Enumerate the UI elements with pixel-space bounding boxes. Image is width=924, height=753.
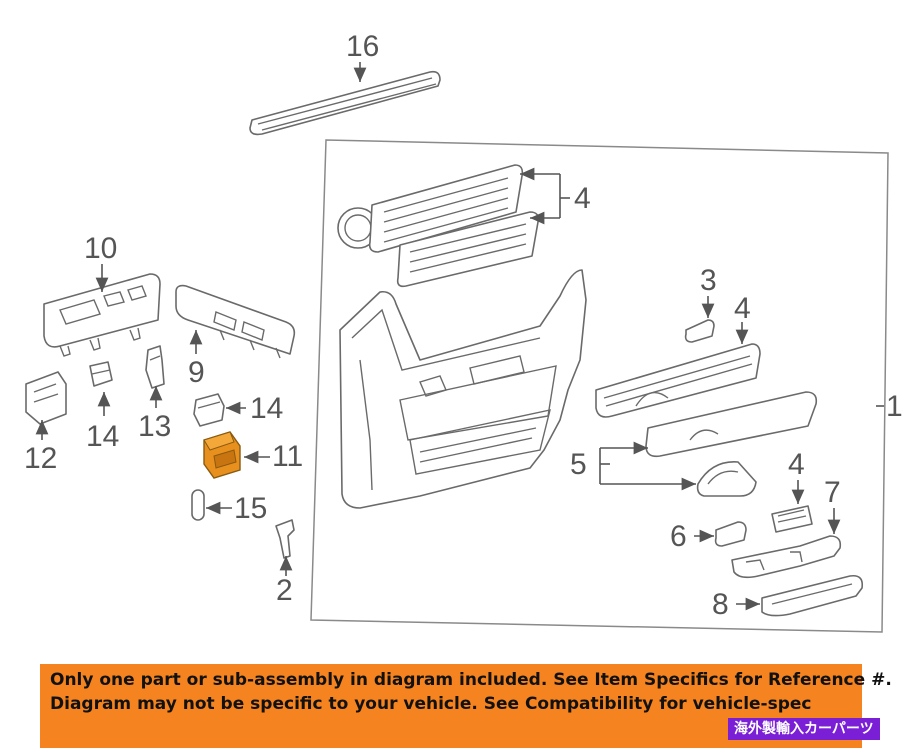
leader-lines: [35, 62, 884, 611]
door-panel-frame: [310, 139, 889, 633]
part-13-connector: [145, 345, 165, 389]
callout-15: 15: [234, 492, 267, 525]
callout-16: 16: [346, 30, 379, 63]
callout-12: 12: [24, 442, 57, 475]
part-3-clip: [684, 319, 715, 343]
part-4-switch-bezel: [771, 505, 813, 533]
callout-4-upper: 4: [574, 182, 591, 215]
disclaimer-line-1: Only one part or sub-assembly in diagram…: [50, 670, 892, 690]
part-9-switch-plate: [175, 284, 296, 359]
part-16-trim-strip: [249, 70, 441, 136]
part-8-pull-strap: [761, 574, 864, 617]
callout-4-armrest: 4: [734, 292, 751, 325]
callout-2: 2: [276, 574, 293, 607]
callout-4-bezel: 4: [788, 448, 805, 481]
part-14-switch-right: [193, 393, 225, 427]
part-15-pin: [191, 489, 205, 521]
callout-13: 13: [138, 410, 171, 443]
disclaimer-line-2: Diagram may not be specific to your vehi…: [50, 694, 812, 714]
part-7-pull-handle: [731, 535, 842, 579]
disclaimer-banner: Only one part or sub-assembly in diagram…: [40, 664, 892, 748]
part-11-highlighted-switch: [203, 431, 241, 479]
callout-3: 3: [700, 264, 717, 297]
callouts: 16 4 1 3 4 5 4 7 6 8 10 9 12 14 13 14 11…: [24, 30, 903, 621]
callout-10: 10: [84, 232, 117, 265]
part-1-door-trim-panel: [339, 269, 587, 509]
callout-6: 6: [670, 520, 687, 553]
part-5-armrest: [645, 391, 818, 497]
callout-5: 5: [570, 448, 587, 481]
callout-8: 8: [712, 588, 729, 621]
watermark-badge: 海外製輸入カーパーツ: [728, 718, 880, 740]
part-2-push-clip: [275, 519, 295, 559]
callout-9: 9: [188, 356, 205, 389]
part-12-switch: [25, 371, 67, 425]
part-14-switch-left: [89, 361, 113, 387]
callout-11: 11: [272, 440, 303, 473]
part-10-switch-plate: [43, 273, 161, 357]
part-4-armrest-pad: [595, 343, 761, 418]
callout-1: 1: [886, 390, 903, 423]
part-6-handle-cup: [714, 521, 747, 547]
callout-14-left: 14: [86, 420, 119, 453]
part-4-upper-trim: [337, 164, 540, 288]
callout-14-right: 14: [250, 392, 283, 425]
callout-7: 7: [824, 476, 841, 509]
